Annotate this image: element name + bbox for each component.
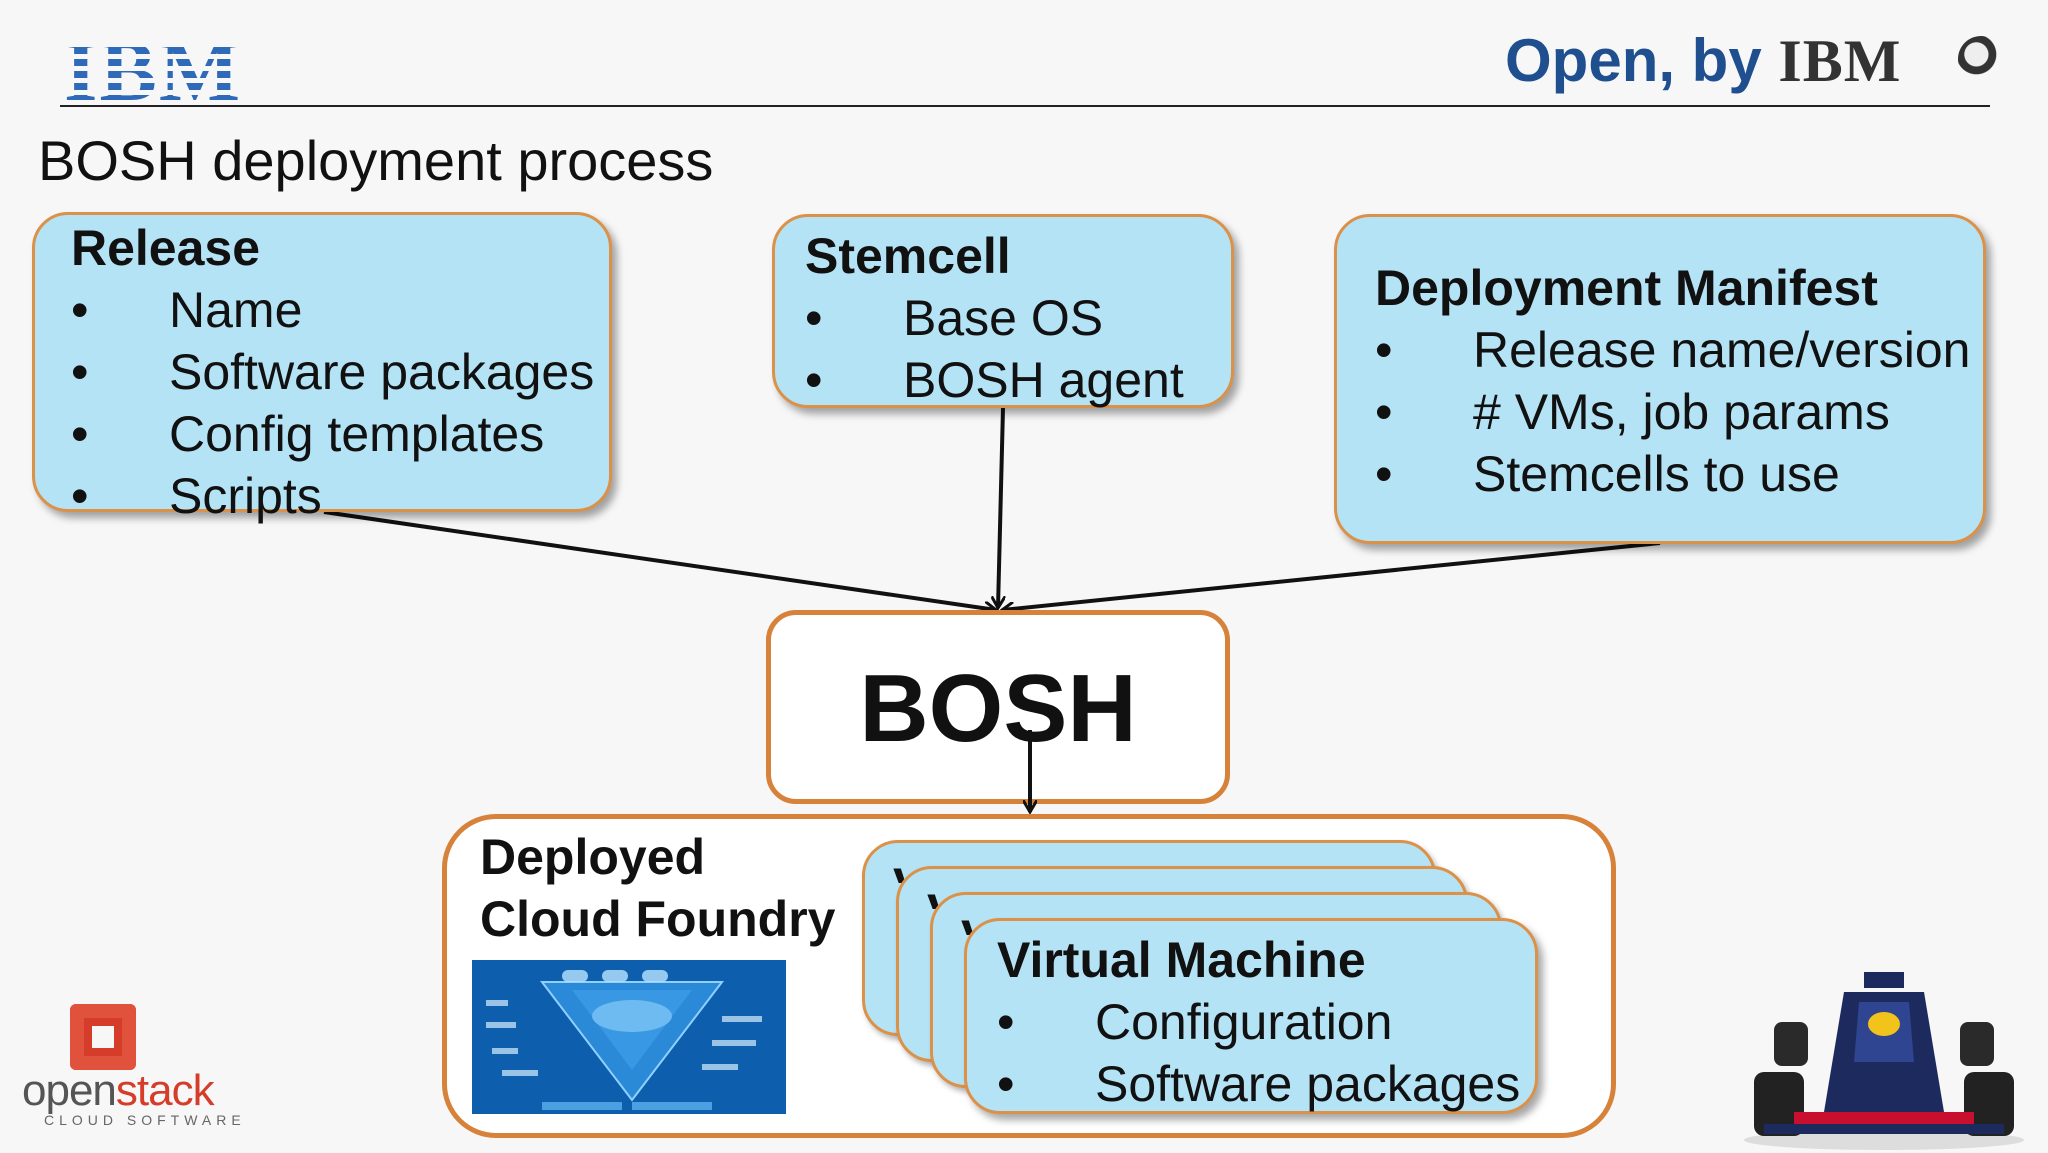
globe-icon bbox=[1958, 36, 2004, 82]
stemcell-box: Stemcell Base OS BOSH agent bbox=[772, 214, 1234, 411]
vm-title: Virtual Machine bbox=[997, 932, 1366, 988]
cloud-foundry-diagram-image bbox=[472, 960, 786, 1114]
list-item: Configuration bbox=[997, 991, 1535, 1053]
race-car-image bbox=[1744, 972, 2024, 1150]
manifest-list: Release name/version # VMs, job params S… bbox=[1375, 319, 1983, 505]
open-by-text: Open, by bbox=[1505, 27, 1762, 94]
list-item: Software packages bbox=[71, 341, 609, 403]
deployed-line-1: Deployed bbox=[480, 829, 706, 885]
deployed-line-2: Cloud Foundry bbox=[480, 891, 836, 947]
manifest-title: Deployment Manifest bbox=[1375, 260, 1878, 316]
release-title: Release bbox=[71, 220, 261, 276]
ibm-logo: IBM bbox=[64, 28, 242, 102]
release-to-bosh-arrow bbox=[323, 510, 996, 610]
list-item: Release name/version bbox=[1375, 319, 1983, 381]
list-item: Scripts bbox=[71, 465, 609, 527]
list-item: # VMs, job params bbox=[1375, 381, 1983, 443]
virtual-machine-card: Virtual Machine Configuration Software p… bbox=[964, 918, 1538, 1115]
open-by-brand: IBM bbox=[1778, 28, 1902, 94]
stemcell-to-bosh-arrow bbox=[998, 407, 1003, 608]
vm-list: Configuration Software packages bbox=[997, 991, 1535, 1115]
deployment-manifest-box: Deployment Manifest Release name/version… bbox=[1334, 214, 1986, 544]
stemcell-title: Stemcell bbox=[805, 228, 1011, 284]
manifest-to-bosh-arrow bbox=[1002, 541, 1661, 610]
slide-title: BOSH deployment process bbox=[38, 129, 714, 192]
release-box: Release Name Software packages Config te… bbox=[32, 212, 612, 527]
openstack-logo-text: openstack bbox=[22, 1066, 215, 1115]
list-item: Name bbox=[71, 279, 609, 341]
list-item: Software packages bbox=[997, 1053, 1535, 1115]
list-item: Base OS bbox=[805, 287, 1231, 349]
openstack-cube-icon bbox=[70, 1004, 136, 1070]
header-divider bbox=[60, 105, 1990, 107]
list-item: Stemcells to use bbox=[1375, 443, 1983, 505]
list-item: BOSH agent bbox=[805, 349, 1231, 411]
release-list: Name Software packages Config templates … bbox=[71, 279, 609, 527]
openstack-tagline: CLOUD SOFTWARE bbox=[44, 1112, 246, 1128]
list-item: Config templates bbox=[71, 403, 609, 465]
deployed-cloud-foundry-label: Deployed Cloud Foundry bbox=[480, 826, 836, 950]
bosh-box bbox=[766, 610, 1230, 804]
open-by-ibm-logo: Open, by IBM bbox=[1505, 26, 1901, 96]
bosh-label: BOSH bbox=[859, 655, 1137, 762]
stemcell-list: Base OS BOSH agent bbox=[805, 287, 1231, 411]
